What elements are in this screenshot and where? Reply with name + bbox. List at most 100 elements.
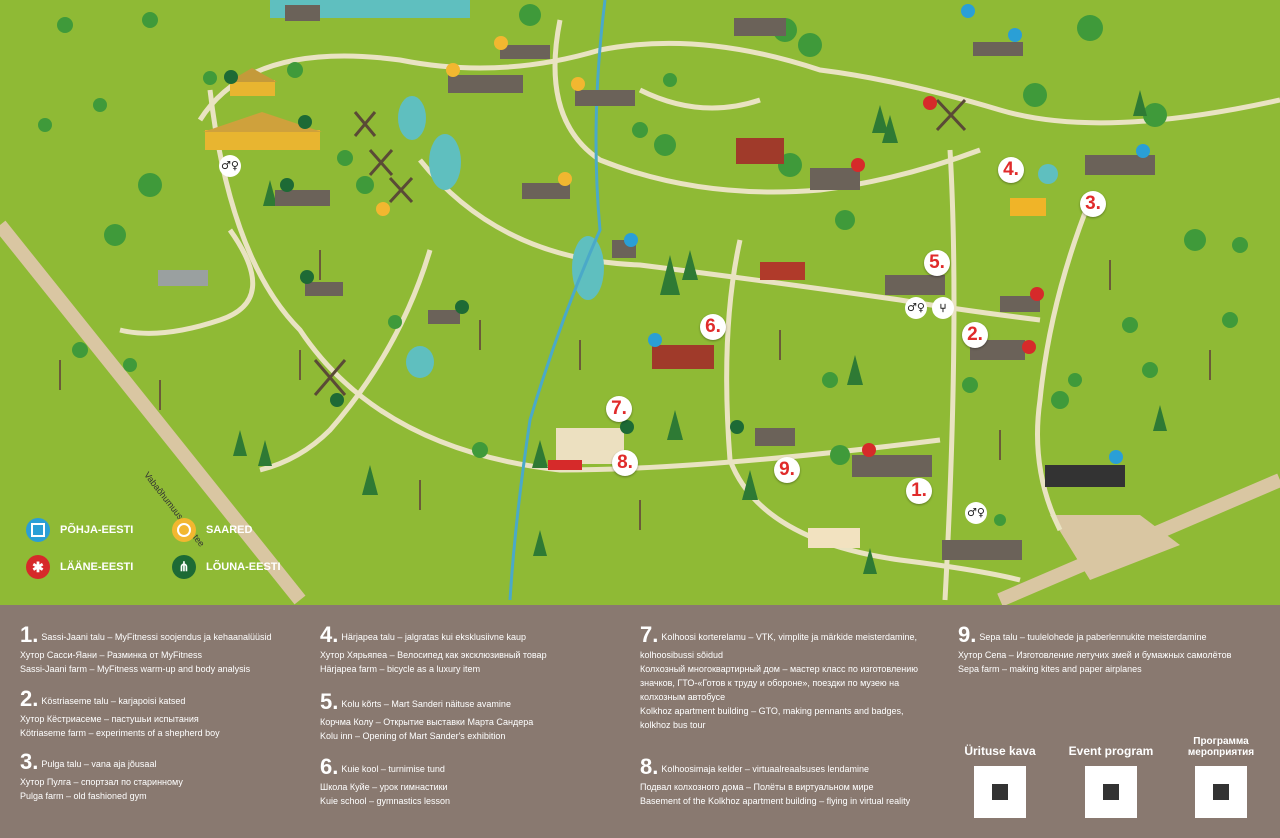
pond-3 [572, 236, 604, 300]
map-pin-4[interactable]: 4. [998, 157, 1024, 183]
program-number: 6. [320, 754, 339, 779]
program-number: 1. [20, 622, 39, 647]
qr-event-program-en[interactable]: Event program [1063, 730, 1159, 818]
main-road [0, 220, 306, 605]
qr-label: Event program [1068, 744, 1154, 758]
program-title-et: Köstriaseme talu – karjapoisi katsed [41, 696, 186, 706]
program-title-ru: Хутор Хярьяпеа – Велосипед как эксклюзив… [320, 650, 547, 660]
program-number: 9. [958, 622, 977, 647]
program-item-9: 9.Sepa talu – tuulelohede ja paberlennuk… [958, 622, 1258, 676]
program-number: 5. [320, 689, 339, 714]
map-pin-3[interactable]: 3. [1080, 191, 1106, 217]
legend-label: PÕHJA-EESTI [60, 524, 134, 536]
toilet-icon: ♂♀ [219, 155, 241, 177]
green-tree-marker-icon [224, 70, 238, 84]
yellow-sun-marker-icon [494, 36, 508, 50]
qr-code-icon [1195, 766, 1247, 818]
legend-item-saared: SAARED [172, 518, 252, 542]
pond-2 [429, 134, 461, 190]
program-item-4: 4.Härjapea talu – jalgratas kui eksklusi… [320, 622, 620, 676]
program-title-en: Kolkhoz apartment building – GTO, making… [640, 706, 904, 730]
program-title-et: Sassi-Jaani talu – MyFitnessi soojendus … [41, 632, 272, 642]
pond-4 [406, 346, 434, 378]
green-tree-symbol-icon: ⋔ [172, 555, 196, 579]
legend-label: SAARED [206, 524, 253, 536]
blue-knot-marker-icon [648, 333, 662, 347]
program-title-et: Härjapea talu – jalgratas kui eksklusiiv… [341, 632, 526, 642]
program-number: 2. [20, 686, 39, 711]
program-title-en: Kolu inn – Opening of Mart Sander's exhi… [320, 731, 506, 741]
green-tree-marker-icon [620, 420, 634, 434]
museum-map[interactable]: ♂♀ ♂♀ ⑂ ♂♀ 1. 2. 3. 4. 5. 6. 7. 8. 9. Va… [0, 0, 1280, 605]
program-number: 8. [640, 754, 659, 779]
green-tree-marker-icon [280, 178, 294, 192]
program-number: 4. [320, 622, 339, 647]
program-title-en: Pulga farm – old fashioned gym [20, 791, 147, 801]
red-star-marker-icon [923, 96, 937, 110]
program-item-6: 6.Kuie kool – turnimise tund Школа Куйе … [320, 754, 620, 808]
qr-code-icon [1085, 766, 1137, 818]
blue-knot-marker-icon [1136, 144, 1150, 158]
qr-code-icon [974, 766, 1026, 818]
pond-5 [1038, 164, 1058, 184]
footpaths [119, 19, 1280, 601]
map-pin-7[interactable]: 7. [606, 396, 632, 422]
yellow-sun-marker-icon [571, 77, 585, 91]
program-title-ru: Школа Куйе – урок гимнастики [320, 782, 448, 792]
stream [508, 0, 607, 601]
thin-trees [59, 250, 1211, 530]
program-item-8: 8.Kolhoosimaja kelder – virtuaalreaalsus… [640, 754, 930, 808]
legend-item-louna-eesti: ⋔ LÕUNA-EESTI [172, 555, 281, 579]
qr-event-program-ru[interactable]: Программа мероприятия [1173, 730, 1269, 818]
red-star-marker-icon [862, 443, 876, 457]
program-title-ru: Корчма Колу – Открытие выставки Марта Са… [320, 717, 534, 727]
program-item-1: 1.Sassi-Jaani talu – MyFitnessi soojendu… [20, 622, 320, 676]
map-pin-9[interactable]: 9. [774, 457, 800, 483]
map-pin-1[interactable]: 1. [906, 478, 932, 504]
qr-label: Ürituse kava [964, 744, 1036, 758]
legend-label: LÄÄNE-EESTI [60, 561, 134, 573]
parking-area [1050, 515, 1180, 580]
program-title-ru: Колхозный многоквартирный дом – мастер к… [640, 664, 919, 702]
program-title-et: Kuie kool – turnimise tund [341, 764, 445, 774]
windmills [313, 98, 967, 396]
buildings [158, 5, 1155, 560]
map-pin-6[interactable]: 6. [700, 314, 726, 340]
yellow-sun-marker-icon [558, 172, 572, 186]
toilet-icon: ♂♀ [965, 502, 987, 524]
program-title-et: Pulga talu – vana aja jõusaal [41, 759, 157, 769]
restaurant-icon: ⑂ [932, 297, 954, 319]
legend-item-pohja-eesti: PÕHJA-EESTI [26, 518, 133, 542]
program-title-et: Kolu kõrts – Mart Sanderi näituse avamin… [341, 699, 511, 709]
program-number: 3. [20, 749, 39, 774]
legend-label: LÕUNA-EESTI [206, 561, 281, 573]
program-item-7: 7.Kolhoosi korterelamu – VTK, vimplite j… [640, 622, 930, 732]
map-pin-8[interactable]: 8. [612, 450, 638, 476]
program-title-en: Kötriaseme farm – experiments of a sheph… [20, 728, 220, 738]
program-title-ru: Подвал колхозного дома – Полёты в виртуа… [640, 782, 874, 792]
program-title-en: Basement of the Kolkhoz apartment buildi… [640, 796, 911, 806]
program-title-ru: Хутор Кёстриасеме – пастушьи испытания [20, 714, 199, 724]
green-tree-marker-icon [730, 420, 744, 434]
blue-square-knot-icon [26, 518, 50, 542]
program-title-en: Kuie school – gymnastics lesson [320, 796, 451, 806]
blue-knot-marker-icon [961, 4, 975, 18]
program-title-en: Härjapea farm – bicycle as a luxury item [320, 664, 481, 674]
yellow-sun-marker-icon [446, 63, 460, 77]
map-pin-2[interactable]: 2. [962, 322, 988, 348]
blue-knot-marker-icon [624, 233, 638, 247]
blue-knot-marker-icon [1008, 28, 1022, 42]
program-title-et: Kolhoosimaja kelder – virtuaalreaalsuses… [661, 764, 869, 774]
qr-event-program-et[interactable]: Ürituse kava [952, 730, 1048, 818]
program-title-et: Sepa talu – tuulelohede ja paberlennukit… [979, 632, 1207, 642]
green-tree-marker-icon [300, 270, 314, 284]
toilet-icon: ♂♀ [905, 297, 927, 319]
program-panel: 1.Sassi-Jaani talu – MyFitnessi soojendu… [0, 605, 1280, 838]
map-artwork [0, 0, 1280, 605]
red-star-marker-icon [851, 158, 865, 172]
program-item-2: 2.Köstriaseme talu – karjapoisi katsed Х… [20, 686, 320, 740]
program-title-et: Kolhoosi korterelamu – VTK, vimplite ja … [640, 632, 917, 660]
trees [38, 4, 1248, 526]
map-pin-5[interactable]: 5. [924, 250, 950, 276]
program-item-5: 5.Kolu kõrts – Mart Sanderi näituse avam… [320, 689, 620, 743]
